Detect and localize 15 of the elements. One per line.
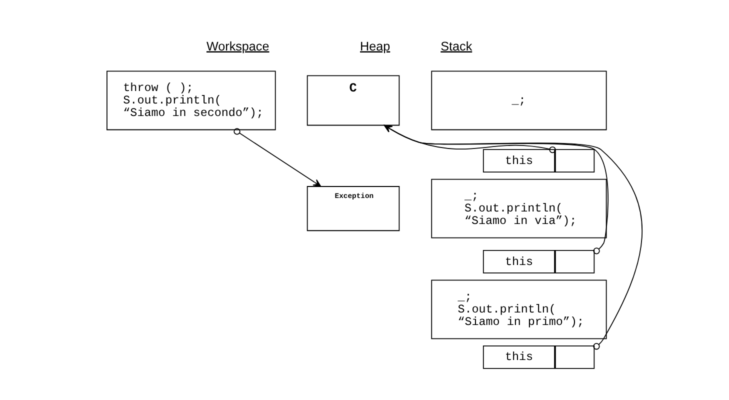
node-box: this <box>482 250 554 274</box>
node-box: _; <box>430 70 606 130</box>
node-box: throw ( ); S.out.println( “Siamo in secondo”); <box>106 70 276 130</box>
label: Workspace <box>206 39 269 54</box>
node-box: _; S.out.println( “Siamo in primo”); <box>430 280 606 340</box>
label: Heap <box>360 39 390 54</box>
node-box: this <box>482 345 554 369</box>
node-box: this <box>482 149 554 173</box>
node-box: _; S.out.println( “Siamo in via”); <box>430 178 606 238</box>
node-box <box>554 250 594 274</box>
node-box <box>554 345 594 369</box>
node-box: C <box>306 75 400 126</box>
label: Stack <box>440 39 472 54</box>
node-box <box>554 149 594 173</box>
arrow <box>233 128 321 187</box>
